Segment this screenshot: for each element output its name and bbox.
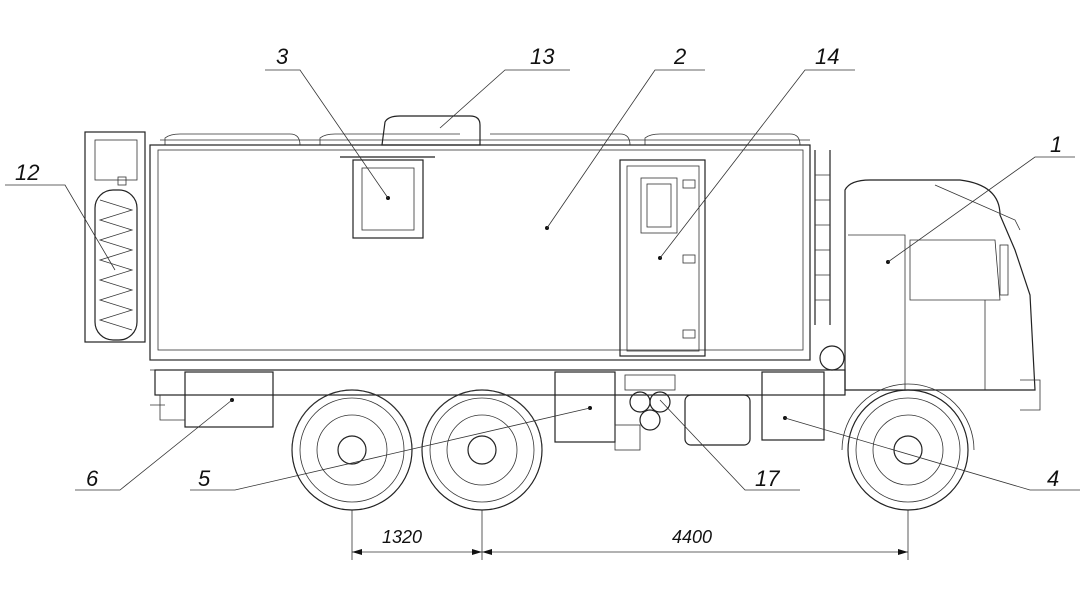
wheels bbox=[291, 383, 975, 511]
callout-14: 14 bbox=[815, 44, 839, 69]
callout-17: 17 bbox=[755, 466, 780, 491]
body-window bbox=[340, 156, 435, 239]
leader-lines bbox=[5, 69, 1080, 491]
callout-6: 6 bbox=[86, 466, 99, 491]
battery-box-5 bbox=[554, 371, 616, 443]
ladder bbox=[814, 150, 831, 325]
callout-4: 4 bbox=[1047, 466, 1059, 491]
dimension-4400: 4400 bbox=[672, 527, 712, 547]
callout-13: 13 bbox=[530, 44, 555, 69]
wheel-rear-2 bbox=[421, 389, 543, 511]
body-box bbox=[149, 144, 820, 371]
callout-2: 2 bbox=[673, 44, 686, 69]
fuel-tank bbox=[684, 394, 751, 446]
chassis bbox=[150, 369, 846, 451]
callout-3: 3 bbox=[276, 44, 289, 69]
dimension-1320: 1320 bbox=[382, 527, 422, 547]
battery-box-4 bbox=[761, 371, 825, 441]
dimension-lines bbox=[351, 510, 909, 560]
tool-box-6 bbox=[184, 371, 274, 428]
wheel-front bbox=[847, 389, 969, 511]
body-door bbox=[619, 159, 706, 357]
roof-rails bbox=[160, 133, 810, 146]
spare-wheel-carrier bbox=[84, 131, 146, 343]
wheel-rear-1 bbox=[291, 389, 413, 511]
air-tank bbox=[819, 345, 845, 371]
callout-5: 5 bbox=[198, 466, 211, 491]
roof-hatch bbox=[381, 115, 481, 146]
cab bbox=[844, 179, 1041, 411]
callout-12: 12 bbox=[15, 160, 39, 185]
callout-1: 1 bbox=[1050, 132, 1062, 157]
